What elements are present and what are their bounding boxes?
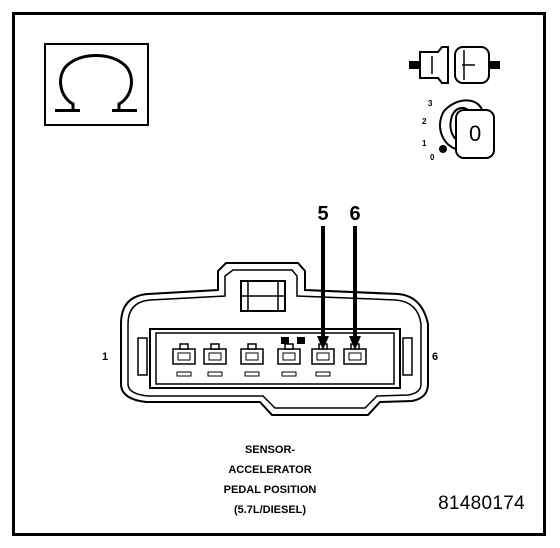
connector-body — [120, 262, 429, 416]
pin-cavity-3 — [240, 343, 264, 365]
pin-cavity-4 — [277, 343, 301, 365]
figure-number: 81480174 — [438, 493, 525, 514]
caption-line-4: (5.7L/DIESEL) — [233, 504, 307, 516]
ignition-key-icon: 3 2 1 0 0 — [422, 99, 495, 162]
key-position-1: 1 — [422, 139, 427, 148]
callout-pin-5: 5 — [317, 203, 329, 350]
pin-number-left: 1 — [102, 351, 108, 363]
pin-marker-2 — [207, 371, 223, 377]
callout-pin-6: 6 — [349, 203, 361, 350]
key-position-0: 0 — [430, 153, 435, 162]
outer-frame — [12, 12, 546, 536]
key-position-3: 3 — [428, 99, 433, 108]
key-position-2: 2 — [422, 117, 427, 126]
pin-marker-5 — [315, 371, 331, 377]
key-face-label: 0 — [469, 121, 481, 146]
pin-cavity-2 — [203, 343, 227, 365]
caption-line-1: SENSOR- — [244, 444, 296, 456]
connector-pair-icon — [409, 46, 500, 84]
pin-cavities — [172, 343, 367, 377]
pin-cavity-6 — [343, 343, 367, 365]
connector-caption: SENSOR- ACCELERATOR PEDAL POSITION (5.7L… — [180, 440, 360, 520]
pin-number-right: 6 — [432, 351, 438, 363]
pin-marker-3 — [244, 371, 260, 377]
callout-label-5: 5 — [317, 203, 328, 225]
callout-label-6: 6 — [349, 203, 360, 225]
pin-marker-1 — [176, 371, 192, 377]
caption-line-3: PEDAL POSITION — [223, 484, 317, 496]
ohm-symbol-icon — [44, 43, 149, 126]
caption-line-2: ACCELERATOR — [228, 464, 312, 476]
pin-cavity-1 — [172, 343, 196, 365]
key-indicator-dot-icon — [439, 145, 447, 153]
pin-marker-4 — [281, 371, 297, 377]
